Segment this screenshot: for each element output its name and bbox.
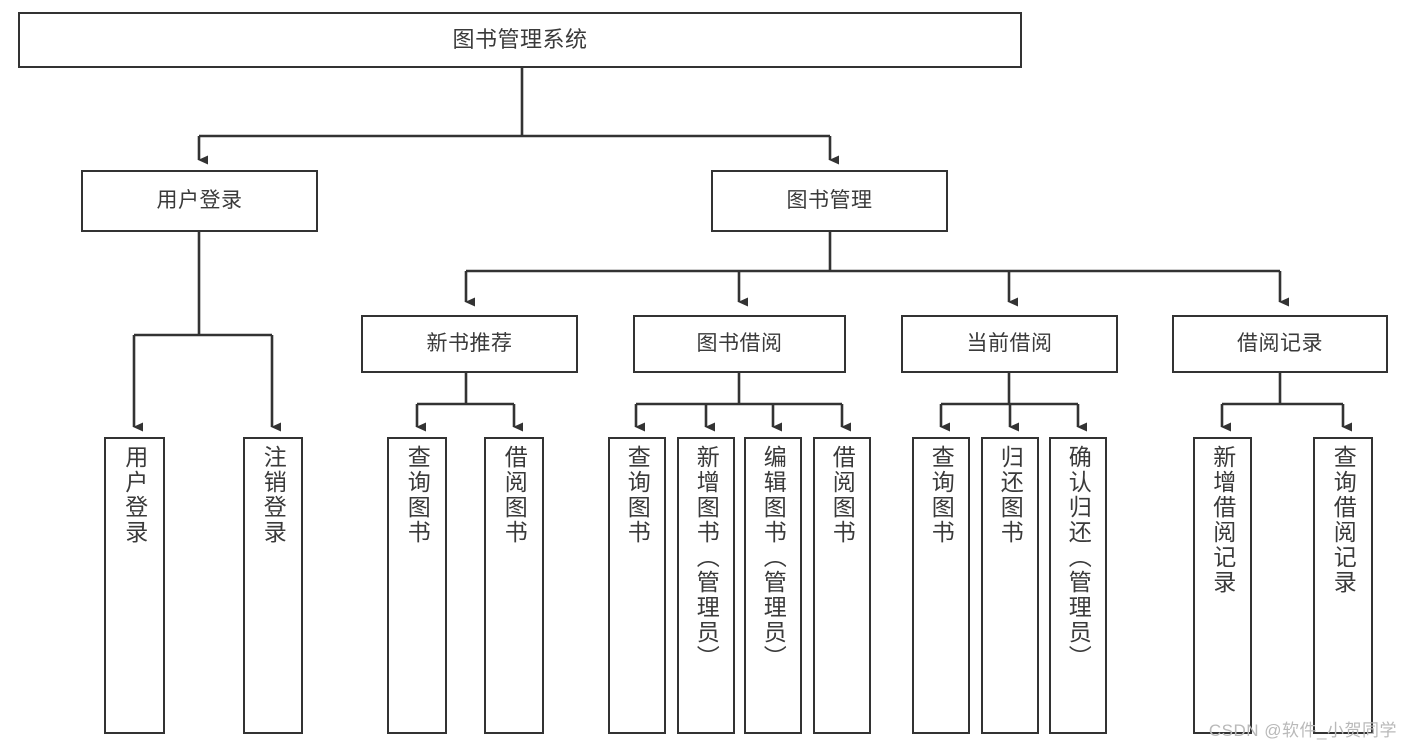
leaf-query-book-3-label: 查询图书 — [928, 445, 955, 545]
node-book-borrow[interactable]: 图书借阅 — [633, 315, 846, 373]
leaf-query-record-label: 查询借阅记录 — [1330, 445, 1357, 595]
node-root[interactable]: 图书管理系统 — [18, 12, 1022, 68]
node-new-book-recommend[interactable]: 新书推荐 — [361, 315, 578, 373]
leaf-add-record-label: 新增借阅记录 — [1209, 445, 1236, 595]
leaf-edit-book-label: 编辑图书（管理员） — [760, 445, 787, 670]
node-user-login-label: 用户登录 — [156, 188, 243, 212]
leaf-borrow-book-2-label: 借阅图书 — [829, 445, 856, 545]
node-user-login[interactable]: 用户登录 — [81, 170, 318, 232]
leaf-query-book-1-label: 查询图书 — [404, 445, 431, 545]
leaf-borrow-book-2[interactable]: 借阅图书 — [813, 437, 871, 734]
leaf-user-login-label: 用户登录 — [121, 445, 148, 545]
leaf-query-book-2[interactable]: 查询图书 — [608, 437, 666, 734]
leaf-borrow-book-1[interactable]: 借阅图书 — [484, 437, 544, 734]
node-borrow-record[interactable]: 借阅记录 — [1172, 315, 1388, 373]
leaf-query-book-2-label: 查询图书 — [624, 445, 651, 545]
leaf-confirm-return-label: 确认归还（管理员） — [1065, 445, 1092, 670]
leaf-logout-login-label: 注销登录 — [260, 445, 287, 545]
leaf-user-login[interactable]: 用户登录 — [104, 437, 165, 734]
leaf-return-book[interactable]: 归还图书 — [981, 437, 1039, 734]
node-borrow-record-label: 借阅记录 — [1237, 331, 1323, 355]
node-current-borrow[interactable]: 当前借阅 — [901, 315, 1118, 373]
leaf-logout-login[interactable]: 注销登录 — [243, 437, 303, 734]
leaf-edit-book[interactable]: 编辑图书（管理员） — [744, 437, 802, 734]
leaf-query-record[interactable]: 查询借阅记录 — [1313, 437, 1373, 734]
leaf-add-record[interactable]: 新增借阅记录 — [1193, 437, 1252, 734]
leaf-add-book[interactable]: 新增图书（管理员） — [677, 437, 735, 734]
leaf-query-book-1[interactable]: 查询图书 — [387, 437, 447, 734]
node-book-management[interactable]: 图书管理 — [711, 170, 948, 232]
node-book-borrow-label: 图书借阅 — [696, 331, 783, 355]
node-new-book-recommend-label: 新书推荐 — [426, 331, 513, 355]
leaf-query-book-3[interactable]: 查询图书 — [912, 437, 970, 734]
node-current-borrow-label: 当前借阅 — [966, 331, 1053, 355]
leaf-borrow-book-1-label: 借阅图书 — [501, 445, 528, 545]
leaf-confirm-return[interactable]: 确认归还（管理员） — [1049, 437, 1107, 734]
leaf-add-book-label: 新增图书（管理员） — [693, 445, 720, 670]
node-book-management-label: 图书管理 — [786, 188, 873, 212]
node-root-label: 图书管理系统 — [452, 27, 588, 53]
leaf-return-book-label: 归还图书 — [997, 445, 1024, 545]
